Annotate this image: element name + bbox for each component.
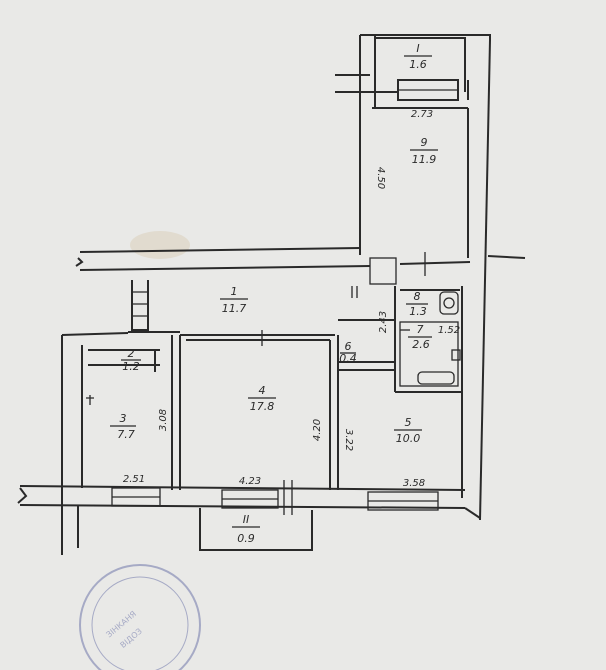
svg-text:17.8: 17.8 [250, 400, 275, 413]
dim-4-50: 4.50 [375, 167, 386, 189]
svg-text:1.3: 1.3 [409, 305, 427, 318]
dim-4-20: 4.20 [312, 419, 323, 441]
paper-stain [130, 231, 190, 259]
room-label-II: II 0.9 [232, 513, 260, 545]
svg-text:6: 6 [345, 340, 352, 353]
dim-1-52: 1.52 [438, 325, 460, 336]
walls [17, 34, 526, 555]
room-label-4: 4 17.8 [248, 384, 276, 413]
svg-text:7.7: 7.7 [117, 428, 135, 441]
svg-text:11.9: 11.9 [412, 153, 437, 166]
svg-text:3: 3 [120, 412, 127, 425]
svg-text:9: 9 [421, 136, 428, 149]
room-label-5: 5 10.0 [394, 416, 422, 445]
svg-text:II: II [243, 513, 250, 526]
dim-2-51: 2.51 [123, 474, 145, 485]
dim-3-22: 3.22 [343, 429, 354, 451]
room-label-1: 1 11.7 [220, 285, 248, 315]
svg-text:11.7: 11.7 [222, 302, 247, 315]
svg-text:1.6: 1.6 [409, 58, 427, 71]
dim-2-73: 2.73 [411, 109, 433, 120]
room-label-7: 7 2.6 [408, 323, 432, 351]
svg-text:2: 2 [128, 347, 135, 360]
dim-3-58: 3.58 [403, 478, 425, 489]
room-label-I: I 1.6 [404, 42, 432, 71]
svg-text:2.6: 2.6 [412, 338, 430, 351]
room-label-9: 9 11.9 [410, 136, 438, 166]
dim-2-43: 2.43 [378, 311, 389, 333]
svg-text:1: 1 [231, 285, 238, 298]
room-label-6: 6 0.4 [339, 340, 357, 365]
room-label-3: 3 7.7 [110, 412, 136, 441]
svg-text:8: 8 [414, 290, 421, 303]
svg-text:0.4: 0.4 [339, 352, 357, 365]
svg-text:0.9: 0.9 [237, 532, 255, 545]
svg-text:1.2: 1.2 [122, 360, 140, 373]
dim-4-23: 4.23 [239, 476, 261, 487]
dim-3-08: 3.08 [158, 409, 169, 431]
svg-text:10.0: 10.0 [396, 432, 421, 445]
svg-text:I: I [416, 42, 419, 55]
room-label-8: 8 1.3 [406, 290, 428, 318]
svg-text:4: 4 [259, 384, 266, 397]
svg-text:5: 5 [405, 416, 412, 429]
svg-text:7: 7 [417, 323, 424, 336]
room-label-2: 2 1.2 [121, 347, 141, 373]
